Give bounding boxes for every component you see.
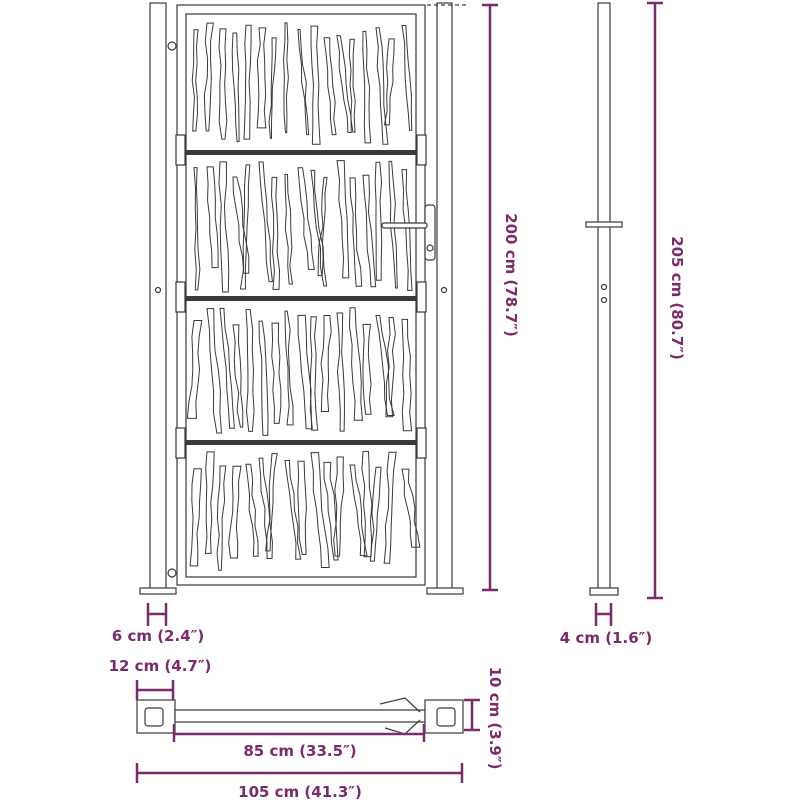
pattern-slot — [383, 38, 395, 126]
pattern-slot — [206, 166, 219, 269]
pattern-slot — [297, 29, 310, 136]
pattern-slot — [271, 322, 282, 424]
left-post — [149, 2, 167, 590]
post-side-view — [585, 2, 623, 596]
rail — [186, 296, 416, 301]
pattern-slot — [258, 161, 274, 283]
pattern-slot — [193, 167, 201, 291]
pattern-slot — [186, 320, 203, 419]
pattern-slot — [271, 176, 281, 290]
pattern-slot — [401, 169, 413, 291]
pattern-slot — [385, 317, 396, 418]
pattern-slot — [284, 173, 294, 285]
pattern-slot — [268, 37, 277, 139]
gate-frame — [176, 4, 426, 586]
plate-depth-label: 10 cm (3.9″) — [486, 667, 504, 770]
pattern-slot — [256, 27, 267, 129]
pattern-slot — [383, 451, 397, 564]
right-post-base — [426, 587, 464, 595]
pattern-slot — [191, 29, 199, 132]
gate-handle — [381, 204, 436, 261]
pattern-slot — [232, 324, 244, 428]
pattern-slot — [333, 456, 345, 557]
pattern-slot — [219, 307, 235, 429]
pattern-slot — [401, 318, 413, 432]
pattern-slot — [336, 160, 350, 279]
pattern-slot — [375, 27, 389, 145]
pattern-slot — [297, 460, 307, 556]
pattern-slot — [362, 323, 372, 415]
gate-width-label: 85 cm (33.5″) — [243, 742, 356, 760]
pattern-slot — [216, 465, 227, 571]
pattern-slot — [297, 167, 315, 270]
right-post — [436, 2, 453, 590]
pattern-slot — [323, 461, 339, 561]
pattern-slot — [231, 32, 240, 143]
pattern-slot — [362, 174, 377, 288]
pattern-slot — [243, 24, 252, 140]
rail — [186, 440, 416, 445]
total-width-label: 105 cm (41.3″) — [238, 783, 362, 800]
pattern-slot — [258, 320, 269, 436]
pattern-slot — [310, 25, 321, 145]
pattern-slot — [204, 451, 215, 554]
pattern-slot — [375, 315, 395, 417]
pattern-slot — [388, 160, 398, 289]
gate-top-view — [136, 697, 464, 735]
pattern-slot — [336, 312, 345, 432]
left-post-base — [139, 587, 177, 595]
pattern-slot — [297, 314, 313, 430]
pattern-slot — [401, 25, 413, 131]
decorative-pattern — [186, 22, 421, 571]
pattern-slot — [218, 28, 228, 140]
pattern-slot — [206, 308, 223, 434]
pattern-slot — [283, 22, 289, 134]
pattern-slot — [218, 161, 230, 293]
pattern-slot — [401, 468, 421, 548]
pattern-slot — [320, 315, 332, 413]
pattern-slot — [245, 463, 259, 557]
hinges — [154, 41, 448, 578]
pattern-slot — [265, 453, 278, 552]
pattern-slot — [336, 35, 352, 133]
pattern-slot — [362, 30, 372, 144]
post-width-front-label: 6 cm (2.4″) — [112, 627, 204, 645]
pattern-slot — [369, 466, 382, 562]
pattern-slot — [284, 310, 294, 426]
pattern-slot — [349, 464, 368, 557]
pattern-slot — [349, 177, 363, 287]
post-height-label: 205 cm (80.7″) — [668, 236, 686, 360]
pattern-slot — [232, 176, 250, 274]
pattern-slot — [258, 457, 273, 560]
pattern-slot — [310, 452, 330, 568]
pattern-slot — [228, 465, 242, 559]
gate-height-label: 200 cm (78.7″) — [502, 213, 520, 337]
pattern-slot — [323, 37, 337, 136]
pattern-slot — [239, 164, 251, 290]
post-width-side-label: 4 cm (1.6″) — [560, 629, 652, 647]
dimension-lines — [135, 1, 663, 783]
pattern-slot — [284, 460, 302, 560]
gate-inner-frame — [185, 13, 417, 578]
rail — [186, 150, 416, 155]
pattern-slot — [203, 22, 214, 132]
pattern-slot — [310, 169, 328, 287]
gate-front-view — [139, 2, 466, 595]
pattern-slot — [309, 316, 319, 431]
pattern-slot — [317, 176, 328, 277]
plate-width-label: 12 cm (4.7″) — [109, 657, 212, 675]
pattern-slot — [374, 161, 383, 281]
pattern-slot — [245, 308, 255, 432]
pattern-slot — [348, 307, 363, 421]
pattern-slot — [189, 468, 202, 567]
pattern-slot — [348, 38, 356, 133]
